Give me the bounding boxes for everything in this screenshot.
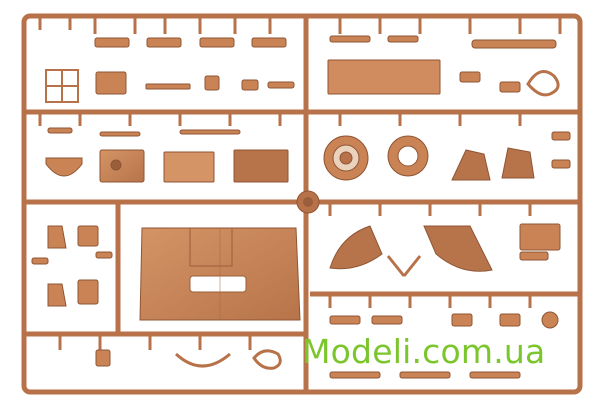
parts-lower-right <box>329 223 561 277</box>
sprue-gates <box>38 18 562 350</box>
parts-top-right <box>327 35 560 97</box>
parts-bottom <box>95 311 559 379</box>
armour-plate-part <box>139 227 301 321</box>
parts-top-left <box>45 37 295 103</box>
parts-middle-left <box>45 127 289 183</box>
parts-middle-right <box>323 131 571 181</box>
watermark-text: Modeli.com.ua <box>302 332 546 371</box>
sprue-hub <box>296 190 320 214</box>
parts-lower-left <box>31 225 113 307</box>
sprue-frame <box>21 13 583 395</box>
